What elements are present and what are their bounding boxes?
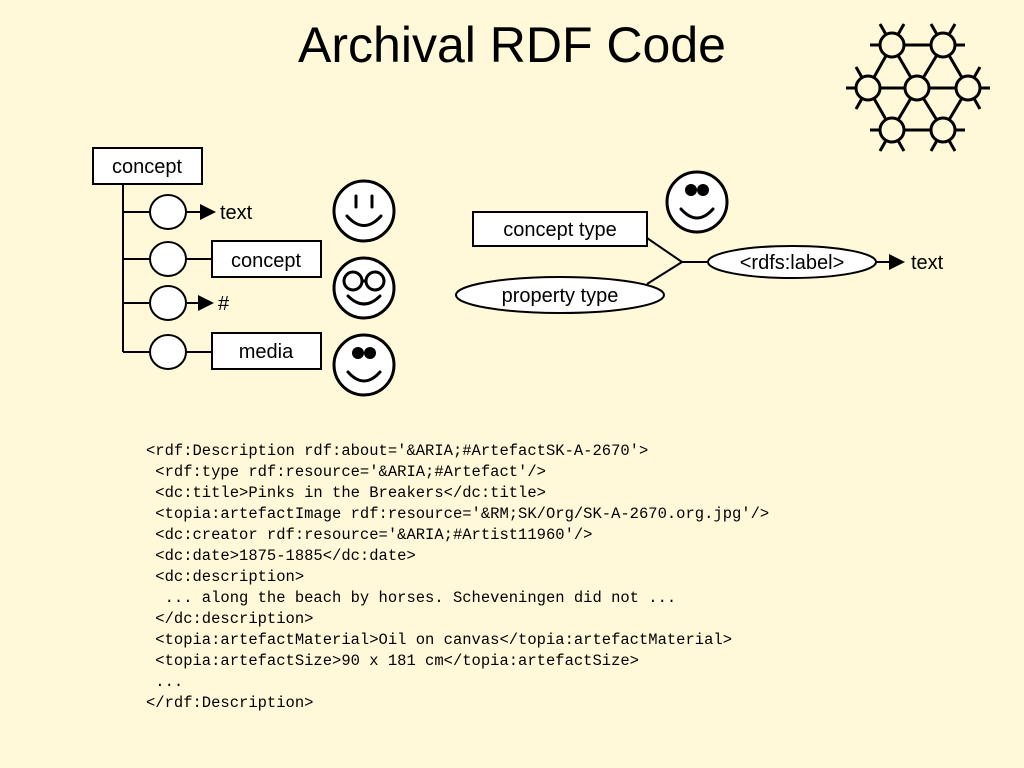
property-node (149, 285, 187, 321)
right-text-label: text (911, 252, 944, 274)
slide-title: Archival RDF Code (298, 17, 726, 73)
code-line: <rdf:type rdf:resource='&ARIA;#Artefact'… (146, 463, 546, 481)
branch-media-label: media (239, 341, 294, 363)
label-property-diagram: concept type property type <rdfs:label> … (455, 211, 944, 314)
concept-type-label: concept type (503, 219, 616, 241)
smiley-glasses-icon (332, 256, 396, 320)
property-node (149, 241, 187, 277)
hexagonal-network-logo-icon (846, 23, 990, 152)
code-line: ... along the beach by horses. Schevenin… (146, 589, 677, 607)
code-line: <rdf:Description rdf:about='&ARIA;#Artef… (146, 442, 649, 460)
smiley-sunglasses-icon (332, 333, 396, 397)
code-line: <topia:artefactMaterial>Oil on canvas</t… (146, 631, 732, 649)
rdfs-label-text: <rdfs:label> (740, 252, 845, 274)
root-concept-label: concept (112, 156, 182, 178)
code-line: <dc:creator rdf:resource='&ARIA;#Artist1… (146, 526, 593, 544)
branch-text-label: text (220, 202, 253, 224)
code-line: ... (146, 673, 184, 691)
branch-concept-label: concept (231, 250, 301, 272)
branch-number-label: # (218, 293, 230, 315)
code-line: <dc:date>1875-1885</dc:date> (146, 547, 416, 565)
code-line: <dc:title>Pinks in the Breakers</dc:titl… (146, 484, 546, 502)
property-type-label: property type (502, 285, 619, 307)
property-node (149, 194, 187, 230)
rdf-code-block: <rdf:Description rdf:about='&ARIA;#Artef… (146, 441, 769, 714)
branch-media-box (211, 332, 322, 370)
concept-tree-diagram: concept text concept # media (92, 147, 322, 370)
branch-concept-box (211, 240, 322, 278)
smiley-face-icon (332, 179, 396, 243)
code-line: <topia:artefactImage rdf:resource='&RM;S… (146, 505, 770, 523)
code-line: </rdf:Description> (146, 694, 314, 712)
root-concept-box (92, 147, 203, 185)
code-line: <dc:description> (146, 568, 305, 586)
code-line: </dc:description> (146, 610, 314, 628)
smiley-sunglasses-icon (665, 170, 729, 234)
property-type-ellipse (455, 276, 665, 314)
code-line: <topia:artefactSize>90 x 181 cm</topia:a… (146, 652, 639, 670)
property-node (149, 334, 187, 370)
concept-type-box (472, 211, 648, 247)
